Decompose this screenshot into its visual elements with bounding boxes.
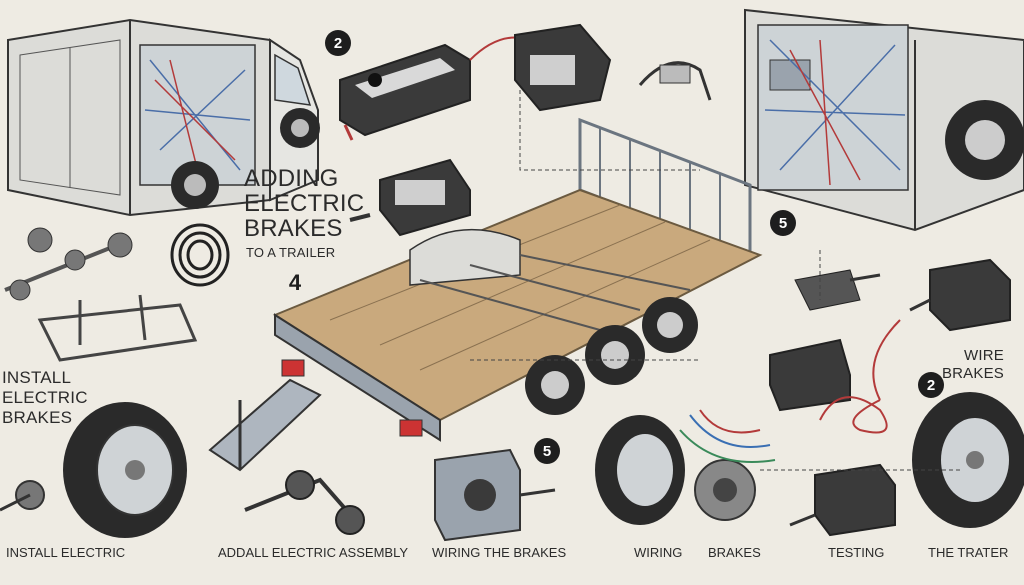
step-badge: 2 [325, 30, 351, 56]
hub-left-illustration [0, 480, 45, 512]
title-line-3: BRAKES [244, 215, 343, 242]
van-illustration [7, 18, 320, 217]
left-label-line-2: ELECTRIC [2, 388, 88, 407]
caption: WIRING THE BRAKES [432, 545, 567, 560]
title-line-2: ELECTRIC [244, 190, 365, 217]
caption: INSTALL ELECTRIC [6, 545, 126, 560]
control-box-illustration [434, 448, 556, 542]
caption: TESTING [828, 545, 885, 560]
title-subtitle: TO A TRAILER [246, 245, 336, 260]
connector-plug-illustration [349, 158, 471, 237]
axle-assembly-illustration [244, 470, 365, 535]
title-block: ADDING ELECTRIC BRAKES [244, 166, 364, 241]
cargo-trailer-illustration [744, 8, 1024, 232]
test-box-illustration [789, 463, 896, 537]
caption: THE TRATER [928, 545, 1009, 560]
tire-left-illustration [63, 402, 187, 538]
step-badge: 5 [534, 438, 560, 464]
tire-right-illustration [912, 392, 1024, 528]
guide-lines [470, 90, 960, 471]
axle-parts-illustration [4, 227, 198, 362]
step-badge: 2 [918, 372, 944, 398]
step-badge: 4 [288, 270, 302, 295]
battery-box-illustration [909, 258, 1011, 332]
caption: ADDALL ELECTRIC ASSEMBLY [218, 545, 409, 560]
left-label: INSTALL ELECTRIC BRAKES [2, 368, 88, 428]
left-label-line-3: BRAKES [2, 408, 73, 427]
coiled-wire-illustration [170, 223, 230, 287]
brake-controller-illustration [339, 23, 712, 141]
title-line-1: ADDING [244, 165, 339, 192]
caption: WIRING [634, 545, 683, 560]
right-label-line-1: WIRE [964, 347, 1004, 364]
brake-drum-illustration [595, 409, 776, 525]
step-badge: 5 [770, 210, 796, 236]
right-label: WIRE BRAKES [942, 347, 1004, 383]
left-label-line-1: INSTALL [2, 368, 72, 387]
flatbed-trailer-illustration [208, 117, 763, 472]
right-label-line-2: BRAKES [941, 365, 1004, 382]
wiring-harness-illustration [769, 269, 901, 434]
caption: BRAKES [708, 545, 761, 560]
